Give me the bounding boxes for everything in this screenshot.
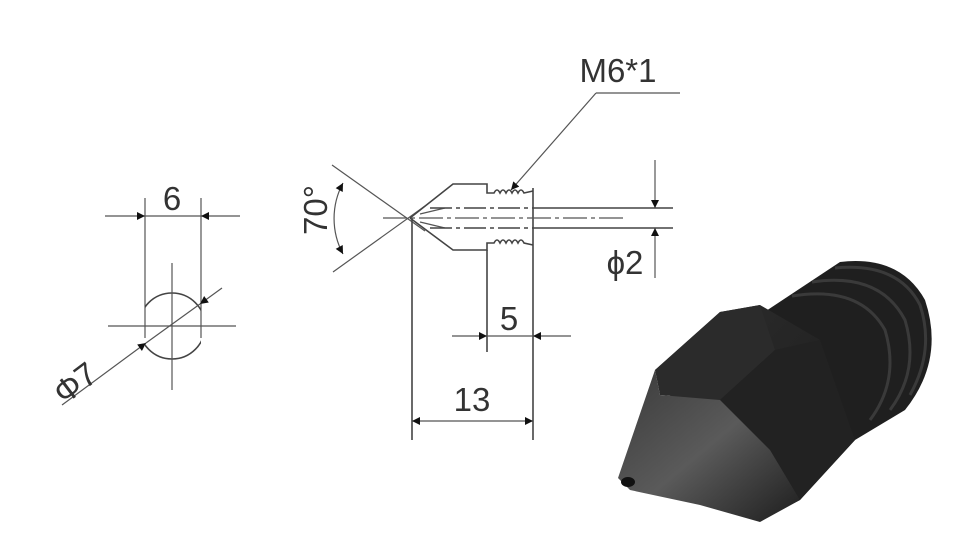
bore-diameter-label: ϕ2 — [607, 244, 644, 281]
angle-arc — [333, 182, 344, 255]
width-dimension-label: 6 — [163, 180, 181, 217]
bore-taper — [419, 207, 446, 215]
diameter-arrow — [199, 287, 223, 305]
angle-label: 70° — [297, 185, 334, 235]
thread-spec-label: M6*1 — [579, 52, 656, 89]
side-view: 70° ϕ2 M6*1 5 13 — [297, 52, 680, 440]
diameter-label: Φ7 — [46, 355, 104, 411]
bore-taper — [419, 221, 446, 229]
diameter-line — [145, 303, 201, 344]
nozzle-photo — [618, 261, 932, 522]
diameter-leader — [61, 342, 147, 406]
total-length-label: 13 — [454, 381, 491, 418]
nozzle-outline-top — [409, 183, 534, 219]
angle-line — [331, 164, 426, 232]
thread-leader-arrow — [510, 92, 597, 191]
nozzle-outline-bottom — [409, 217, 534, 251]
nozzle-orifice — [621, 477, 635, 487]
front-view: 6 Φ7 — [46, 180, 240, 411]
thread-length-label: 5 — [500, 300, 518, 337]
angle-line — [332, 205, 426, 273]
